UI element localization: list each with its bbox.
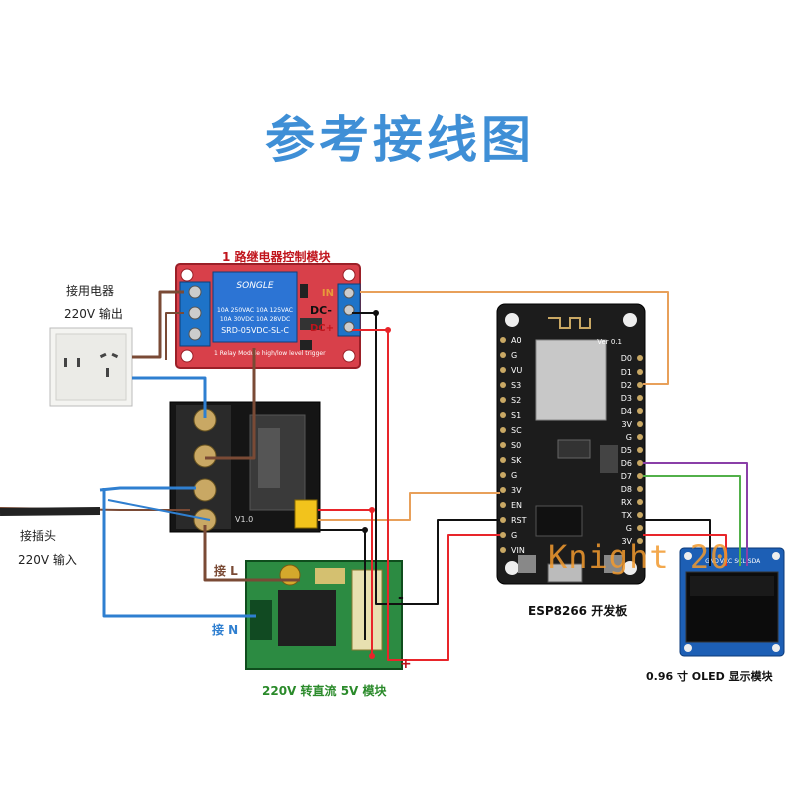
psu-module-label: 220V 转直流 5V 模块 <box>262 684 387 698</box>
terminal-board: V1.0 <box>169 401 321 533</box>
svg-text:EN: EN <box>511 501 522 510</box>
svg-text:Ver 0.1: Ver 0.1 <box>597 338 622 346</box>
svg-text:D3: D3 <box>621 394 632 403</box>
svg-text:3V: 3V <box>511 486 522 495</box>
svg-text:D4: D4 <box>621 407 632 416</box>
svg-text:D2: D2 <box>621 381 632 390</box>
relay-rating-1: 10A 250VAC 10A 125VAC <box>217 307 293 314</box>
relay-module-label: 1 路继电器控制模块 <box>222 250 331 264</box>
dc-plus-sign: + <box>400 656 412 672</box>
oled-module: GND VCC SCL SDA <box>679 547 785 657</box>
plug-label-line2: 220V 输入 <box>18 553 77 567</box>
svg-text:D1: D1 <box>621 368 632 377</box>
relay-model: SRD-05VDC-SL-C <box>221 326 289 335</box>
svg-text:D0: D0 <box>621 354 632 363</box>
oled-module-label: 0.96 寸 OLED 显示模块 <box>646 670 773 683</box>
relay-rating-2: 10A 30VDC 10A 28VDC <box>220 316 290 323</box>
svg-text:VU: VU <box>511 366 522 375</box>
svg-text:SK: SK <box>511 456 522 465</box>
svg-text:RST: RST <box>511 516 527 525</box>
junction-dots <box>369 327 391 659</box>
svg-text:V1.0: V1.0 <box>235 515 253 524</box>
watermark: Knight 20 <box>548 538 731 576</box>
svg-text:G: G <box>626 433 632 442</box>
svg-text:GND: GND <box>705 558 719 565</box>
svg-text:S2: S2 <box>511 396 521 405</box>
svg-text:S0: S0 <box>511 441 521 450</box>
esp8266-board: A0 G VU S3 S2 S1 SC S0 SK G 3V EN RST G … <box>496 303 646 585</box>
esp-board-label: ESP8266 开发板 <box>528 604 628 618</box>
page-title: 参考接线图 <box>265 111 535 169</box>
svg-text:G: G <box>511 471 517 480</box>
svg-text:3V: 3V <box>621 537 632 546</box>
svg-text:S1: S1 <box>511 411 521 420</box>
connect-n-label: 接 N <box>212 623 239 637</box>
relay-pin-dc-plus: DC+ <box>310 323 334 334</box>
relay-silk: 1 Relay Module high/low level trigger <box>214 350 326 357</box>
plug-label-line1: 接插头 <box>20 529 57 543</box>
appliance-label-line1: 接用电器 <box>66 284 115 298</box>
svg-text:D6: D6 <box>621 459 632 468</box>
svg-text:G: G <box>511 531 517 540</box>
appliance-label-line2: 220V 输出 <box>64 307 123 321</box>
relay-pin-in: IN <box>322 288 334 299</box>
svg-text:S3: S3 <box>511 381 521 390</box>
connect-l-label: 接 L <box>214 564 238 578</box>
relay-brand: SONGLE <box>236 281 274 291</box>
psu-module <box>245 560 403 670</box>
wall-socket <box>49 327 133 407</box>
svg-text:G: G <box>511 351 517 360</box>
svg-text:TX: TX <box>621 511 633 520</box>
svg-text:D8: D8 <box>621 485 632 494</box>
svg-text:D5: D5 <box>621 446 632 455</box>
svg-text:SDA: SDA <box>748 558 761 565</box>
svg-text:A0: A0 <box>511 336 522 345</box>
svg-text:VIN: VIN <box>511 546 525 555</box>
dc-minus-sign: - <box>398 590 404 606</box>
relay-pin-dc-minus: DC- <box>310 304 332 317</box>
svg-text:RX: RX <box>621 498 633 507</box>
wires <box>0 290 748 661</box>
svg-text:D7: D7 <box>621 472 632 481</box>
svg-text:3V: 3V <box>621 420 632 429</box>
relay-module: SONGLE 10A 250VAC 10A 125VAC 10A 30VDC 1… <box>175 263 361 369</box>
svg-text:SC: SC <box>511 426 522 435</box>
svg-text:G: G <box>626 524 632 533</box>
